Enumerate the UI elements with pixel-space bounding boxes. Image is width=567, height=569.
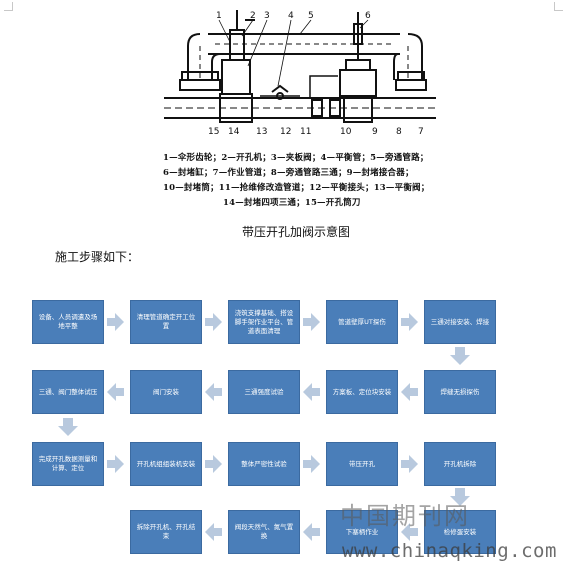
flow-step: 三通强度试验	[228, 370, 300, 414]
callout-15: 15	[208, 127, 219, 137]
arrow-left	[107, 383, 124, 401]
flow-step: 开孔机组组装机安装	[130, 442, 202, 486]
flow-step: 整体严密性试验	[228, 442, 300, 486]
arrow-left	[205, 383, 222, 401]
arrow-left	[303, 523, 320, 541]
flow-step: 拆除开孔机、开孔结束	[130, 510, 202, 554]
callout-7: 7	[418, 127, 424, 137]
flow-step: 三通对接安装、焊接	[424, 300, 496, 344]
arrow-right	[303, 313, 320, 331]
flow-step: 阀门安装	[130, 370, 202, 414]
flow-step: 开孔机拆除	[424, 442, 496, 486]
flow-step: 清理管道确定开工位置	[130, 300, 202, 344]
arrow-down	[58, 418, 78, 436]
legend-line-4: 14—封堵四项三通；15—开孔筒刀	[223, 198, 361, 208]
flow-step: 带压开孔	[326, 442, 398, 486]
legend-line-2: 6—封堵缸；7—作业管道；8—旁通管路三通；9—封堵接合器；	[163, 168, 414, 178]
watermark-url: www.chinaqking.com	[342, 540, 557, 562]
flow-step: 方案板、定位块安装	[326, 370, 398, 414]
bypass-pipeline	[208, 33, 400, 55]
callout-11: 11	[300, 127, 311, 137]
callout-12: 12	[280, 127, 291, 137]
crop-mark-top-right	[554, 2, 563, 11]
callout-8: 8	[396, 127, 402, 137]
arrow-right	[107, 455, 124, 473]
legend-line-1: 1—伞形齿轮；2—开孔机；3—夹板阀；4—平衡管；5—旁通管路；	[163, 153, 429, 163]
flow-step: 管道壁厚UT探伤	[326, 300, 398, 344]
arrow-down	[450, 488, 470, 506]
flow-step: 三通、阀门整体试压	[32, 370, 104, 414]
steps-intro: 施工步骤如下：	[55, 250, 140, 264]
flow-step: 下塞柄作业	[326, 510, 398, 554]
arrow-left	[303, 383, 320, 401]
callout-4: 4	[288, 11, 294, 21]
main-pipeline	[164, 97, 436, 119]
flow-step: 完成开孔数据测量和计算、定位	[32, 442, 104, 486]
arrow-right	[205, 455, 222, 473]
callout-13: 13	[256, 127, 267, 137]
hot-tap-schematic: 1 2 3 4 5 6 15 14 13 12 11 10 9 8 7	[164, 10, 436, 137]
arrow-right	[107, 313, 124, 331]
callout-1: 1	[216, 11, 222, 21]
callout-2: 2	[250, 11, 256, 21]
crop-mark-top-left	[4, 2, 13, 11]
arrow-right	[401, 313, 418, 331]
arrow-left	[205, 523, 222, 541]
callout-9: 9	[372, 127, 378, 137]
flow-step: 阀段天然气、氮气置换	[228, 510, 300, 554]
arrow-down	[450, 347, 470, 365]
arrow-right	[401, 455, 418, 473]
callout-3: 3	[264, 11, 270, 21]
callout-14: 14	[228, 127, 240, 137]
flow-step: 焊缝无损探伤	[424, 370, 496, 414]
flow-step: 设备、人员调遣及场地平整	[32, 300, 104, 344]
flow-step: 检修蛋安装	[424, 510, 496, 554]
watermark-brand: 中国期刊网	[340, 502, 470, 530]
figure-caption: 带压开孔加阀示意图	[242, 225, 351, 239]
arrow-right	[303, 455, 320, 473]
arrow-right	[205, 313, 222, 331]
arrow-left	[401, 523, 418, 541]
callout-5: 5	[308, 11, 314, 21]
callout-6: 6	[365, 11, 371, 21]
flow-step: 浇筑支撑基础、搭设脚手架作业平台、管道表面清理	[228, 300, 300, 344]
arrow-left	[401, 383, 418, 401]
callout-10: 10	[340, 127, 352, 137]
legend-line-3: 10—封堵筒；11—抢维修改造管道；12—平衡接头；13—平衡阀；	[163, 183, 430, 193]
